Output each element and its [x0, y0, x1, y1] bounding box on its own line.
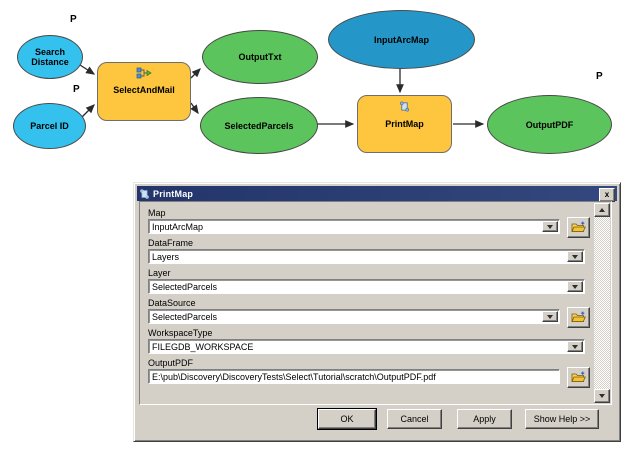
close-icon: x — [604, 190, 610, 199]
node-output-pdf[interactable]: OutputPDF — [487, 95, 612, 154]
browse-button[interactable] — [567, 307, 590, 328]
chevron-down-icon[interactable] — [567, 251, 583, 262]
chevron-down-icon[interactable] — [567, 341, 583, 352]
field-row-workspacetype: WorkspaceType FILEGDB_WORKSPACE — [148, 328, 588, 355]
apply-button-label: Apply — [473, 414, 496, 424]
node-label: PrintMap — [385, 119, 424, 129]
node-label: OutputTxt — [238, 52, 282, 62]
arrow-up-icon — [599, 208, 605, 212]
node-label: OutputPDF — [525, 119, 574, 130]
field-row-datasource: DataSource SelectedParcels — [148, 298, 590, 328]
chevron-down-icon[interactable] — [542, 221, 558, 232]
field-label: OutputPDF — [148, 358, 194, 368]
close-button[interactable]: x — [599, 188, 615, 202]
open-folder-add-icon — [571, 371, 586, 382]
layer-combo[interactable]: SelectedParcels — [148, 279, 585, 294]
node-label: SelectAndMail — [113, 85, 175, 95]
apply-button[interactable]: Apply — [457, 409, 512, 429]
browse-button[interactable] — [567, 217, 590, 238]
node-input-arc-map[interactable]: InputArcMap — [328, 10, 475, 69]
script-scroll-icon — [399, 101, 410, 112]
combo-value: Layers — [152, 252, 180, 262]
node-label: Parcel ID — [30, 121, 69, 131]
input-value: E:\pub\Discovery\DiscoveryTests\Select\T… — [152, 372, 436, 382]
vertical-scrollbar[interactable] — [594, 203, 610, 403]
node-label: Search Distance — [31, 47, 69, 67]
dialog-titlebar[interactable]: PrintMap x — [137, 186, 617, 202]
ok-button[interactable]: OK — [317, 408, 377, 430]
outputpdf-input[interactable]: E:\pub\Discovery\DiscoveryTests\Select\T… — [148, 369, 560, 384]
field-row-layer: Layer SelectedParcels — [148, 268, 588, 295]
scroll-down-button[interactable] — [594, 389, 610, 403]
arrow-down-icon — [599, 394, 605, 398]
combo-value: InputArcMap — [152, 222, 204, 232]
node-selected-parcels[interactable]: SelectedParcels — [200, 97, 318, 154]
field-label: Layer — [148, 268, 171, 278]
cancel-button-label: Cancel — [400, 414, 429, 424]
parameter-mark: P — [596, 71, 603, 82]
node-parcel-id[interactable]: Parcel ID — [13, 103, 86, 149]
node-label: SelectedParcels — [224, 120, 294, 131]
node-label: InputArcMap — [374, 34, 429, 45]
chevron-down-icon[interactable] — [567, 281, 583, 292]
dataframe-combo[interactable]: Layers — [148, 249, 585, 264]
show-help-button-label: Show Help >> — [533, 414, 591, 424]
node-select-and-mail[interactable]: SelectAndMail — [97, 62, 191, 121]
datasource-combo[interactable]: SelectedParcels — [148, 309, 560, 324]
browse-button[interactable] — [567, 367, 590, 388]
connector-arrows — [79, 64, 485, 128]
combo-value: SelectedParcels — [152, 312, 218, 322]
cancel-button[interactable]: Cancel — [387, 409, 442, 429]
parameter-mark: P — [70, 14, 77, 25]
field-label: DataSource — [148, 298, 196, 308]
scroll-up-button[interactable] — [594, 203, 610, 217]
map-combo[interactable]: InputArcMap — [148, 219, 560, 234]
parameter-mark: P — [73, 84, 80, 95]
model-icon — [136, 67, 152, 79]
node-search-distance[interactable]: Search Distance — [17, 35, 83, 79]
combo-value: FILEGDB_WORKSPACE — [152, 342, 254, 352]
dialog-title: PrintMap — [153, 188, 194, 199]
node-output-txt[interactable]: OutputTxt — [202, 30, 318, 84]
field-label: WorkspaceType — [148, 328, 213, 338]
dialog-parameter-panel: Map InputArcMap DataFrame Layers — [139, 201, 612, 405]
field-row-outputpdf: OutputPDF E:\pub\Discovery\DiscoveryTest… — [148, 358, 590, 388]
field-label: Map — [148, 208, 166, 218]
workspacetype-combo[interactable]: FILEGDB_WORKSPACE — [148, 339, 585, 354]
combo-value: SelectedParcels — [152, 282, 218, 292]
open-folder-add-icon — [571, 221, 586, 232]
ok-button-label: OK — [340, 414, 354, 424]
printmap-dialog: PrintMap x Map InputArcMap — [133, 182, 621, 442]
field-label: DataFrame — [148, 238, 194, 248]
field-row-map: Map InputArcMap — [148, 208, 590, 238]
show-help-button[interactable]: Show Help >> — [525, 409, 599, 429]
chevron-down-icon[interactable] — [542, 311, 558, 322]
script-scroll-icon — [140, 188, 149, 199]
field-row-dataframe: DataFrame Layers — [148, 238, 588, 265]
node-print-map[interactable]: PrintMap — [357, 95, 452, 153]
modelbuilder-diagram: P P P Search Distance Parcel ID SelectAn… — [0, 0, 628, 180]
open-folder-add-icon — [571, 311, 586, 322]
